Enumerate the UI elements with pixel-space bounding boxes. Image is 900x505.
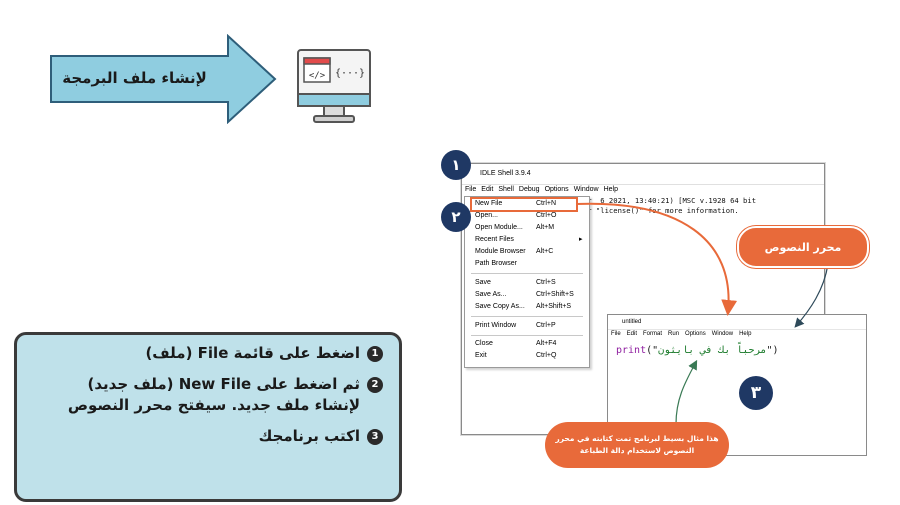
code-keyword: print [616,345,647,356]
step-badge-3: ٣ [739,376,773,410]
step-text: (ملف جديد) [87,375,179,393]
editor-menu-edit[interactable]: Edit [626,331,638,337]
editor-menu-help[interactable]: Help [739,331,752,337]
step-keyword: File [197,344,229,362]
menu-item-open[interactable]: Open...Ctrl+O [475,212,557,219]
editor-title: untitled [622,319,642,325]
instruction-step-2: 2 ثم اضغط على New File (ملف جديد) لإنشاء … [33,374,383,416]
shell-title-bar: IDLE Shell 3.9.4 [462,164,824,185]
menu-separator [471,273,583,274]
editor-menu-run[interactable]: Run [668,331,680,337]
menu-item-save-copy-as[interactable]: Save Copy As...Alt+Shift+S [475,303,572,310]
shell-menu-edit[interactable]: Edit [481,186,494,193]
step-text: اضغط على قائمة [228,344,360,362]
code-symbol: </> [309,71,326,81]
editor-menu-file[interactable]: File [611,331,621,337]
text-editor-callout: محرر النصوص [737,226,869,268]
step-number: 3 [367,429,383,445]
editor-title-bar: untitled [608,315,866,330]
new-file-highlight [470,197,578,212]
step-number: 2 [367,377,383,393]
shell-menubar: File Edit Shell Debug Options Window Hel… [462,184,827,196]
menu-separator [471,316,583,317]
step-keyword: New File [178,375,252,393]
editor-menu-format[interactable]: Format [643,331,663,337]
submenu-arrow-icon: ▸ [579,236,583,243]
code-string: مرحباً بك في بايثون [658,345,767,356]
shell-menu-file[interactable]: File [465,186,477,193]
menu-item-path-browser[interactable]: Path Browser [475,260,518,267]
shell-menu-debug[interactable]: Debug [518,186,540,193]
code-monitor-icon: </> {···} [297,49,371,123]
step-badge-2: ٢ [441,202,471,232]
shell-menu-help[interactable]: Help [603,186,618,193]
shell-menu-shell[interactable]: Shell [498,186,514,193]
editor-menu-options[interactable]: Options [685,331,706,337]
menu-item-recent-files[interactable]: Recent Files▸ [465,234,589,246]
banner-arrow [50,34,277,124]
step-number: 1 [367,346,383,362]
step-text-line2: لإنشاء ملف جديد. سيفتح محرر النصوص [67,396,360,414]
step-text: ثم اضغط على [251,375,360,393]
editor-menu-window[interactable]: Window [711,331,734,337]
step-text: اكتب برنامجك [258,427,360,445]
banner-title: لإنشاء ملف البرمجة [62,69,207,87]
braces-symbol: {···} [335,68,365,79]
shell-title: IDLE Shell 3.9.4 [480,170,531,177]
menu-item-open-module[interactable]: Open Module...Alt+M [475,224,555,231]
step-text: (ملف) [145,344,198,362]
code-close: ") [766,345,779,356]
example-callout: هذا مثال بسيط لبرنامج تمت كتابته في محرر… [546,423,728,467]
menu-separator [471,335,583,336]
instruction-step-3: 3 اكتب برنامجك [33,426,383,447]
editor-menubar: File Edit Format Run Options Window Help [608,329,869,340]
instruction-step-1: 1 اضغط على قائمة File (ملف) [33,343,383,364]
instructions-box: 1 اضغط على قائمة File (ملف) 2 ثم اضغط عل… [14,332,402,502]
shell-menu-window[interactable]: Window [573,186,599,193]
menu-item-save-as[interactable]: Save As...Ctrl+Shift+S [475,291,574,298]
code-open: (" [646,345,659,356]
editor-code-area[interactable]: print("مرحباً بك في بايثون") [616,345,779,356]
step-badge-1: ١ [441,150,471,180]
shell-menu-options[interactable]: Options [544,186,569,193]
